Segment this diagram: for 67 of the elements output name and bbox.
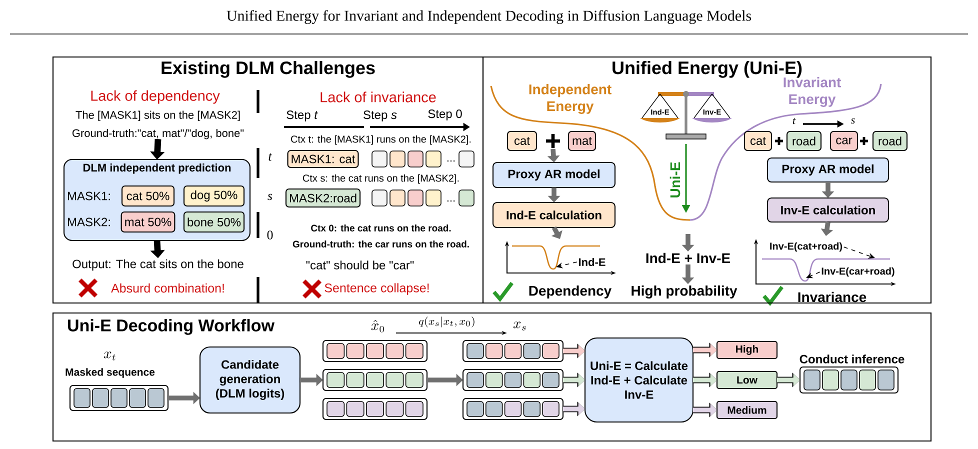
- step-label: Step 0: [428, 110, 462, 120]
- token-box: dog 50%: [183, 185, 245, 207]
- step-label: Step t: [286, 110, 318, 122]
- output-sentence: Output: The cat sits on the bone: [72, 259, 244, 271]
- calculation-box: Ind-E calculation: [492, 202, 616, 228]
- token-sequence: [322, 340, 428, 362]
- title: Unified Energy for Invariant and Independent Decoding in Diffusion Language Models: [226, 10, 752, 24]
- context-sentence: Ground-truth: the car runs on the road.: [292, 240, 469, 248]
- token-box: car: [830, 130, 858, 152]
- time-marker: t: [268, 153, 272, 161]
- math-label: $x_t$: [104, 352, 116, 360]
- token-box: road: [872, 130, 908, 152]
- token-sequence: [322, 368, 428, 392]
- curve-title: Independent Energy: [529, 84, 612, 114]
- math-label: $x_s$: [513, 322, 526, 330]
- token-sequence: [69, 384, 169, 412]
- curve-label: Ind-E: [579, 258, 606, 266]
- result-label: Dependency: [529, 285, 612, 299]
- time-marker: s: [268, 194, 272, 200]
- ellipsis: ...: [447, 200, 455, 202]
- model-box: Proxy AR model: [766, 157, 890, 183]
- token-box: cat: [506, 130, 538, 152]
- warning-text: Absurd combination!: [111, 283, 224, 293]
- token-sequence: [799, 366, 899, 394]
- token-box: mat 50%: [120, 211, 176, 233]
- row-label: MASK2:: [68, 218, 110, 226]
- token-sequence: [462, 368, 564, 392]
- process-box: Uni-E = Calculate Ind-E + Calculate Inv-E: [584, 337, 694, 423]
- correction-note: "cat" should be "car": [306, 260, 414, 270]
- token-sequence: [322, 398, 428, 420]
- sequence-caption: Masked sequence: [66, 368, 155, 378]
- sequence-caption: Conduct inference: [800, 354, 904, 364]
- token-box: mat: [568, 130, 596, 152]
- token-sequence: [462, 398, 564, 420]
- context-sentence: Ctx s: the cat runs on the [MASK2].: [302, 174, 459, 184]
- time-marker: s: [850, 118, 855, 124]
- time-marker: t: [792, 118, 796, 124]
- curve-title: Invariant Energy: [784, 77, 841, 107]
- context-sentence: Ctx t: the [MASK1] runs on the [MASK2].: [291, 135, 471, 145]
- time-marker: 0: [267, 230, 273, 240]
- plus-icon: [544, 132, 562, 150]
- arrow-label: Uni-E: [670, 162, 680, 198]
- result-label: Invariance: [798, 292, 866, 302]
- problem-statement: The [MASK1] sits on the [MASK2] Ground-truth:"cat, mat"/"dog, bone": [72, 110, 244, 140]
- process-box: Candidate generation (DLM logits): [199, 346, 301, 414]
- math-label: $\hat{x}_0$: [371, 320, 384, 332]
- context-sentence: Ctx 0: the cat runs on the road.: [311, 224, 451, 232]
- curve-label: Inv-E(car+road): [822, 267, 894, 277]
- ellipsis: ...: [447, 160, 455, 162]
- math-label: $q(x_s|x_t, x_0)$: [418, 316, 474, 328]
- token-box: cat 50%: [121, 185, 175, 207]
- heading: Lack of dependency: [91, 90, 220, 104]
- calculation-box: Inv-E calculation: [766, 197, 890, 223]
- token-box: MASK2:road: [285, 188, 361, 208]
- row-label: MASK1:: [68, 192, 110, 200]
- sum-label: Ind-E + Inv-E: [646, 252, 730, 264]
- token-box: bone 50%: [183, 211, 245, 233]
- token-box: MASK1: cat: [287, 150, 359, 168]
- model-box: Proxy AR model: [492, 162, 616, 188]
- curve-label: Inv-E(cat+road): [770, 242, 842, 252]
- result-label: High probability: [632, 285, 738, 299]
- token-box: cat: [744, 130, 772, 152]
- warning-text: Sentence collapse!: [324, 283, 429, 295]
- step-label: Step s: [364, 110, 397, 122]
- token-sequence: [462, 340, 564, 362]
- token-box: road: [786, 130, 822, 152]
- heading: Lack of invariance: [320, 92, 436, 102]
